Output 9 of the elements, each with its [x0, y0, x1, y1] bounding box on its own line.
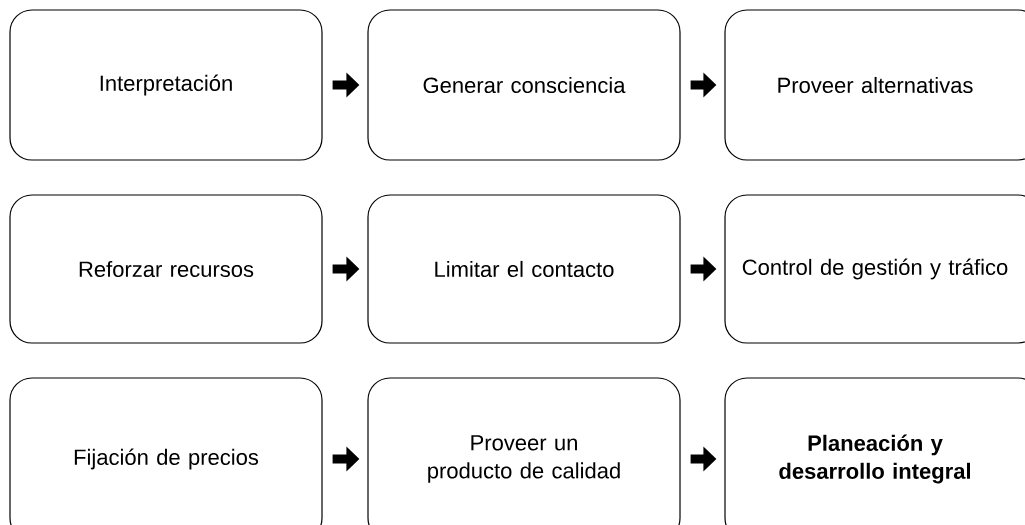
- process-box: Proveer un producto de calidad: [367, 377, 681, 525]
- process-box: Limitar el contacto: [367, 194, 681, 344]
- process-box: Proveer alternativas: [724, 9, 1025, 161]
- process-box: Generar consciencia: [367, 9, 681, 161]
- process-box: Fijación de precios: [9, 377, 323, 525]
- process-box: Planeación y desarrollo integral: [724, 377, 1025, 525]
- process-box: Interpretación: [9, 9, 323, 161]
- process-box: Reforzar recursos: [9, 194, 323, 344]
- process-box: Control de gestión y tráfico: [724, 194, 1025, 344]
